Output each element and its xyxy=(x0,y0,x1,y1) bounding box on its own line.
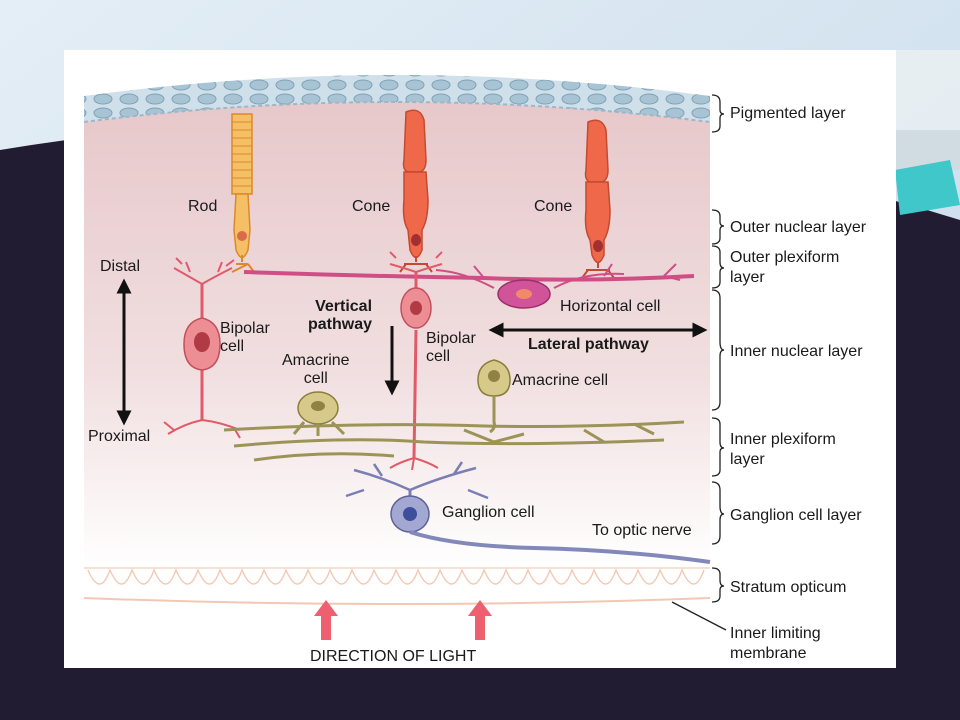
layer-label-inner-limiting-membrane: Inner limiting membrane xyxy=(730,625,821,662)
pigmented-layer-band xyxy=(83,75,711,123)
layer-label-pigmented: Pigmented layer xyxy=(730,105,846,122)
bipolar-left-label: Bipolar cell xyxy=(220,320,270,356)
distal-label: Distal xyxy=(100,258,141,275)
rod-label: Rod xyxy=(188,198,218,215)
layer-label-outer-nuclear: Outer nuclear layer xyxy=(730,219,867,236)
proximal-label: Proximal xyxy=(88,428,151,445)
layer-label-inner-nuclear: Inner nuclear layer xyxy=(730,343,863,360)
ganglion-cell-label: Ganglion cell xyxy=(442,504,535,521)
horizontal-cell xyxy=(243,263,695,309)
bipolar-right-label: Bipolar cell xyxy=(426,330,476,366)
layer-braces xyxy=(671,94,727,631)
rod-cell xyxy=(231,113,255,273)
layer-label-ganglion-cell: Ganglion cell layer xyxy=(730,507,862,524)
amacrine-left-label: Amacrine cell xyxy=(282,352,350,388)
stratum-opticum-band xyxy=(83,567,711,605)
cone-label-right: Cone xyxy=(534,198,573,215)
retina-diagram xyxy=(83,75,727,640)
direction-of-light-label: DIRECTION OF LIGHT xyxy=(310,648,477,665)
horizontal-cell-label: Horizontal cell xyxy=(560,298,661,315)
retina-figure: Rod Cone Cone Bipolar cell Bipolar cell … xyxy=(64,50,896,668)
cone-cell-left xyxy=(399,109,433,273)
decorative-cubes xyxy=(895,50,960,215)
retina-tissue xyxy=(84,80,710,570)
amacrine-cells xyxy=(223,359,685,462)
ganglion-cell xyxy=(345,461,711,564)
direction-of-light-arrows xyxy=(314,600,492,640)
amacrine-right-label: Amacrine cell xyxy=(512,372,609,389)
layer-label-outer-plexiform: Outer plexiform layer xyxy=(730,249,840,286)
bipolar-cell-left xyxy=(163,257,241,439)
layer-label-inner-plexiform: Inner plexiform layer xyxy=(730,431,836,468)
cone-label-left: Cone xyxy=(352,198,391,215)
lateral-pathway-label: Lateral pathway xyxy=(528,336,649,353)
to-optic-nerve-label: To optic nerve xyxy=(592,522,692,539)
cone-cell-right xyxy=(581,119,615,279)
vertical-pathway-label: Vertical pathway xyxy=(308,298,373,334)
layer-label-stratum-opticum: Stratum opticum xyxy=(730,579,847,596)
stratum-opticum-scallops xyxy=(87,568,705,585)
bipolar-cell-right xyxy=(389,251,443,471)
